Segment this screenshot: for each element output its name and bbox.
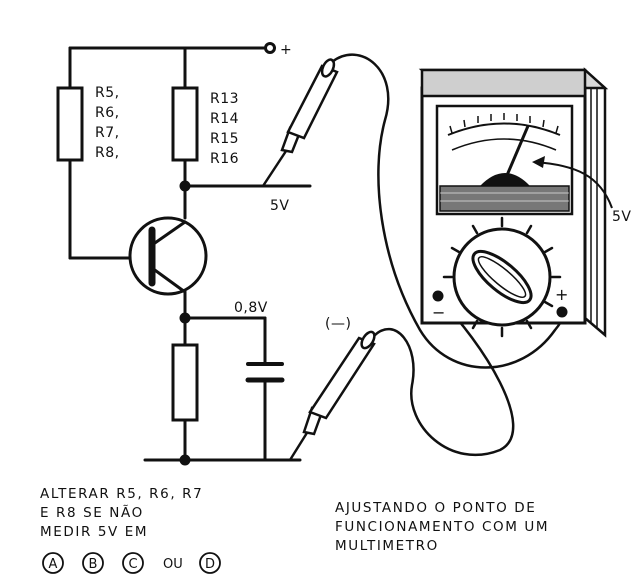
option-b-label: B (89, 557, 98, 572)
caption-left-line-3: MEDIR 5V EM (40, 524, 148, 540)
meter-needle-pivot (480, 173, 530, 186)
multimeter (418, 67, 613, 338)
meter-side (583, 67, 607, 338)
emitter-voltage-label: 0,8V (234, 300, 268, 316)
selector-knob[interactable] (465, 243, 538, 311)
probe-positive-cap (320, 58, 336, 78)
lead-negative (373, 299, 515, 457)
option-c-circle (122, 552, 144, 574)
r-left-label-3: R7, (95, 125, 120, 141)
meter-needle (503, 125, 530, 181)
r-right-label-2: R14 (210, 111, 239, 127)
meter-scale-ticks (449, 113, 559, 134)
caption-right-line-3: MULTIMETRO (335, 538, 439, 554)
meter-speckle-band (420, 68, 587, 98)
collector-voltage-label: 5V (270, 198, 289, 214)
selector-ticks (442, 216, 562, 338)
option-ou-label: OU (163, 557, 183, 572)
option-b-circle (82, 552, 104, 574)
supply-terminal (264, 42, 276, 54)
option-a-label: A (49, 557, 58, 572)
option-d-circle (199, 552, 221, 574)
terminal-negative-label: − (432, 303, 446, 322)
option-d-label: D (205, 557, 215, 572)
probe-positive-handle (286, 64, 339, 140)
lead-positive (331, 53, 565, 369)
probe-negative-cap (360, 330, 376, 350)
negative-probe-label: (—) (325, 316, 351, 332)
caption-left-line-2: E R8 SE NÃO (40, 504, 144, 521)
r-right-label-4: R16 (210, 151, 239, 167)
meter-reading-label: 5V (612, 209, 631, 225)
probe-positive-tip (261, 147, 290, 187)
transistor-emitter (150, 266, 187, 294)
r-left-label-1: R5, (95, 85, 120, 101)
option-a-circle (42, 552, 64, 574)
resistor-emitter (171, 343, 199, 422)
probe-positive (261, 58, 339, 187)
resistor-r13-r16 (171, 86, 199, 162)
terminal-positive-label: + (555, 285, 569, 304)
caption-right-line-1: AJUSTANDO O PONTO DE (335, 500, 536, 516)
r-left-label-4: R8, (95, 145, 120, 161)
option-circles: A B C OU D (42, 552, 221, 574)
transistor-body (128, 216, 208, 296)
reading-arrowhead (532, 156, 545, 168)
probe-negative (288, 330, 376, 461)
meter-scale-arc (447, 122, 561, 136)
probe-negative-handle (308, 336, 376, 420)
r-left-label-2: R6, (95, 105, 120, 121)
plus-label: + (280, 42, 292, 58)
transistor-collector (150, 220, 187, 247)
caption-left-line-1: ALTERAR R5, R6, R7 (40, 486, 203, 502)
terminal-negative[interactable] (432, 290, 444, 302)
r-right-label-1: R13 (210, 91, 239, 107)
caption-right-line-2: FUNCIONAMENTO COM UM (335, 519, 549, 535)
reading-arrow (534, 161, 613, 209)
terminal-positive[interactable] (556, 306, 568, 318)
resistor-r5-r8 (56, 86, 84, 162)
ground-node (179, 454, 191, 466)
meter-mirror-band (439, 185, 570, 212)
option-c-label: C (128, 557, 137, 572)
r-right-label-3: R15 (210, 131, 239, 147)
circuit (56, 42, 312, 466)
